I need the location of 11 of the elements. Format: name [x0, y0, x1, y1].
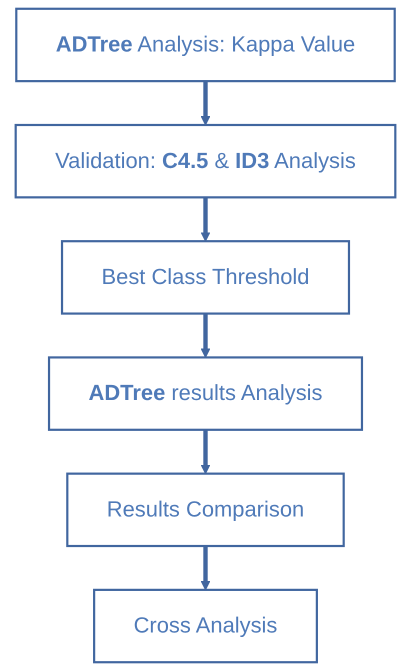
node-box	[48, 356, 364, 431]
arrow	[200, 81, 210, 126]
node-box	[93, 588, 318, 664]
arrow	[200, 430, 210, 474]
arrow	[200, 546, 210, 590]
node-box	[66, 472, 345, 548]
node-box	[60, 240, 350, 315]
arrow	[200, 197, 210, 242]
node-box	[14, 124, 396, 198]
node-box	[15, 8, 396, 82]
arrow	[200, 314, 210, 358]
